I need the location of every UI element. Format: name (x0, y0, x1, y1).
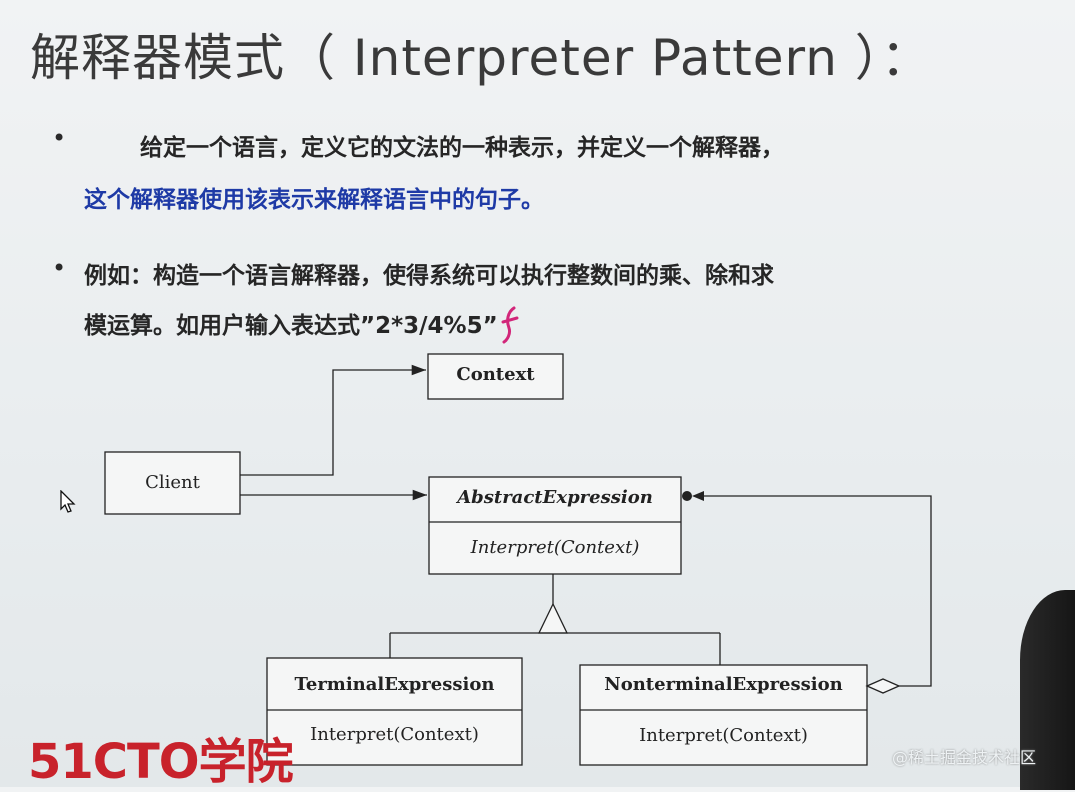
association-dot (682, 491, 692, 501)
definition-line-1: 给定一个语言，定义它的文法的一种表示，并定义一个解释器， (140, 135, 784, 161)
bullet-marker: • (52, 124, 67, 152)
example-line-1: 例如：构造一个语言解释器，使得系统可以执行整数间的乘、除和求 (84, 263, 774, 289)
context-label: Context (456, 364, 535, 385)
nonterminal-expression-box (579, 664, 868, 766)
definition-line-2: 这个解释器使用该表示来解释语言中的句子。 (84, 187, 544, 213)
abstract-expression-name: AbstractExpression (457, 487, 653, 508)
abstract-expression-method: Interpret(Context) (470, 537, 640, 558)
client-box (104, 451, 241, 515)
nonterminal-expression-name: NonterminalExpression (604, 674, 843, 695)
context-box (427, 353, 564, 400)
aggregation-diamond (865, 678, 901, 694)
handwritten-annotation-mark (501, 306, 519, 344)
51cto-logo: 51CTO学院 (28, 734, 294, 790)
client-to-context-arrow (240, 364, 426, 476)
slide-title: 解释器模式（ Interpreter Pattern ）： (30, 29, 932, 87)
bullet-marker: • (52, 254, 67, 282)
mouse-pointer-icon (60, 490, 76, 513)
example-line-2: 模运算。如用户输入表达式”2*3/4%5” (84, 313, 498, 339)
nonterminal-expression-method: Interpret(Context) (639, 725, 808, 746)
aggregation-line (704, 495, 932, 687)
terminal-expression-name: TerminalExpression (294, 674, 495, 695)
presenter-silhouette (1020, 590, 1075, 790)
terminal-expression-method: Interpret(Context) (310, 724, 479, 745)
client-label: Client (145, 472, 200, 493)
juejin-watermark: @稀土掘金技术社区 (892, 748, 1037, 767)
abstract-expression-box (428, 476, 682, 575)
terminal-expression-box (266, 657, 523, 766)
inheritance-triangle (537, 602, 569, 634)
